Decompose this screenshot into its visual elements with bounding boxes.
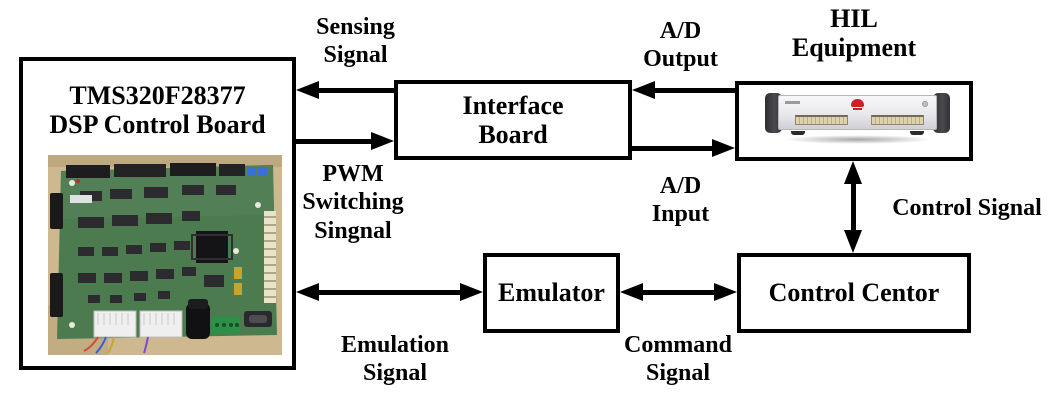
hil-heading-line2: Equipment [791,33,917,63]
emulation-arrowhead-right-icon [460,283,483,301]
interface-box-title: Interface Board [462,91,563,149]
hil-heading-line1: HIL [830,4,878,33]
sensing-signal-label: Sensing Signal [293,13,418,70]
pwm-label-line2: Switching [302,189,404,216]
ad-output-arrow-line [650,88,735,93]
dsp-title-line2: DSP Control Board [49,110,266,140]
hil-device-image [765,93,950,144]
command-arrowhead-right-icon [714,283,737,301]
dsp-box-title: TMS320F28377 DSP Control Board [49,81,265,139]
power-led-icon [922,101,928,107]
emulation-label-line1: Emulation [340,332,450,358]
control-arrowhead-up-icon [844,161,862,184]
emulator-box: Emulator [483,253,620,333]
command-label-line2: Signal [645,360,711,387]
control-arrowhead-down-icon [844,230,862,253]
sensing-arrowhead-left-icon [296,81,319,99]
pwm-label-line1: PWM [322,161,384,187]
emulator-box-title: Emulator [498,278,605,308]
ad-input-arrowhead-right-icon [712,139,735,157]
emulation-arrowhead-left-icon [296,283,319,301]
command-signal-label: Command Signal [603,331,753,388]
ad-output-label-line2: Output [643,46,718,73]
emulation-label-line2: Signal [362,360,428,387]
ad-output-label: A/D Output [618,17,743,74]
hil-equipment-heading: HIL Equipment [735,4,973,62]
control-signal-label-text: Control Signal [892,195,1042,221]
command-arrow-line [638,290,718,295]
control-signal-label: Control Signal [878,194,1054,222]
sensing-label-line1: Sensing [316,14,395,40]
command-arrowhead-left-icon [620,283,643,301]
ad-input-label-line2: Input [651,201,710,228]
device-model-marking [785,101,800,104]
emulation-arrow-line [314,290,464,295]
ad-output-label-line1: A/D [659,18,702,44]
pwm-label-line3: Singnal [314,217,392,244]
device-foot [791,131,805,135]
interface-title-line2: Board [478,120,548,149]
pwm-arrow-line [296,139,374,144]
dsp-control-board-box: TMS320F28377 DSP Control Board [19,57,296,370]
dsp-title-line1: TMS320F28377 [69,81,246,110]
red-logo-icon [851,99,864,110]
ad-input-label-line1: A/D [659,173,702,199]
command-label-line1: Command [623,332,732,358]
emulation-signal-label: Emulation Signal [320,331,470,388]
interface-title-line1: Interface [462,90,564,120]
sensing-arrow-line [314,88,394,93]
sensing-label-line2: Signal [323,42,388,69]
device-foot [910,131,924,135]
ad-input-arrow-line [632,146,714,151]
device-right-cap [933,93,950,133]
interface-board-box: Interface Board [394,80,632,160]
ad-output-arrowhead-left-icon [632,81,655,99]
pwm-switching-signal-label: PWM Switching Singnal [288,160,418,245]
io-connector-slot [795,115,848,125]
pwm-arrowhead-right-icon [371,132,394,150]
device-left-cap [765,93,782,133]
hil-equipment-box [735,81,973,161]
control-arrow-line [851,182,856,232]
control-center-box: Control Centor [737,253,971,333]
dsp-board-photo [48,155,282,355]
io-connector-slot [871,115,924,125]
device-shadow [783,135,933,144]
ad-input-label: A/D Input [618,172,743,229]
control-center-box-title: Control Centor [768,278,940,308]
